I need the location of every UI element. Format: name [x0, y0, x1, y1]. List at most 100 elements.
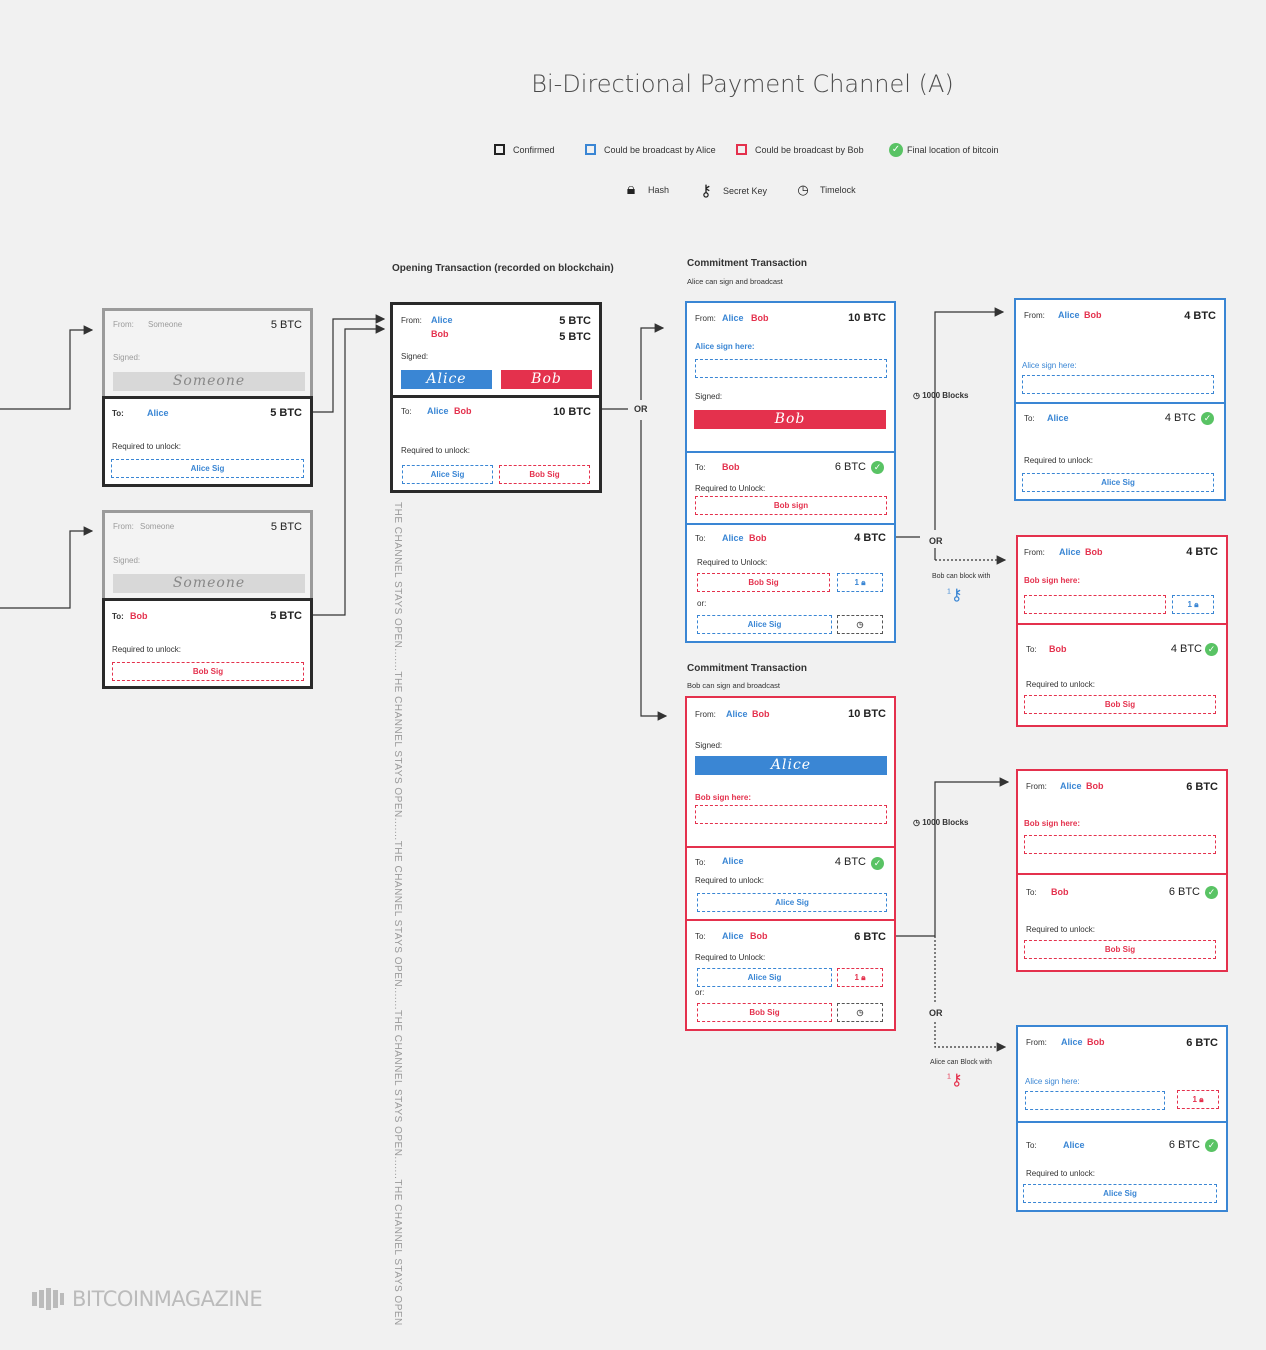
legend-final-label: Final location of bitcoin: [907, 145, 999, 155]
final-check-icon: ✓: [1205, 643, 1218, 656]
sign-here-label: Alice sign here:: [695, 342, 755, 351]
alice-signature: Alice: [695, 756, 887, 775]
hash-lock: 1 🔒︎: [837, 573, 883, 592]
funding-bob-output: To: Bob 5 BTC Required to unlock: Bob Si…: [102, 598, 313, 689]
blocks-label: 1000 Blocks: [922, 818, 969, 827]
from-label: From:: [401, 316, 422, 325]
clock-icon: ◷: [837, 615, 883, 634]
amount: 10 BTC: [848, 312, 886, 324]
bob-signature: Bob: [694, 410, 886, 429]
final-check-icon: ✓: [1205, 1139, 1218, 1152]
line-or-split: [640, 420, 668, 721]
clock-icon: ◷: [837, 1003, 883, 1022]
req-label: Required to unlock:: [112, 442, 181, 451]
unlock-bob-sig: Bob Sig: [697, 1003, 832, 1022]
from-alice: Alice: [1058, 310, 1080, 320]
req-label: Required to Unlock:: [695, 484, 766, 493]
sign-here-label: Bob sign here:: [1024, 576, 1081, 585]
to-label: To:: [1024, 414, 1035, 423]
amount: 6 BTC: [1186, 781, 1218, 793]
settle-bob-4btc: From: Alice Bob 4 BTC Bob sign here: 1 🔒…: [1016, 535, 1228, 727]
req-label: Required to unlock:: [695, 876, 764, 885]
hash-lock: 1 🔒︎: [837, 968, 883, 987]
or-label: OR: [929, 1008, 943, 1018]
from-bob: Bob: [1084, 310, 1102, 320]
amount: 6 BTC: [1186, 1037, 1218, 1049]
unlock-alice-sig: Alice Sig: [697, 615, 832, 634]
alice-key: 1⚷: [947, 1070, 963, 1090]
hash-number: 1: [1192, 1095, 1197, 1104]
amount: 6 BTC: [834, 461, 866, 473]
blocks-note-alice: ◷ 1000 Blocks: [913, 391, 968, 400]
signed-label: Signed:: [695, 392, 723, 401]
bob-sign-field[interactable]: [1024, 595, 1166, 614]
key-number: 1: [947, 1073, 951, 1081]
unlock-bob-sig: Bob Sig: [697, 573, 830, 592]
amount: 5 BTC: [270, 319, 302, 331]
arrow-bob-to-opening: [306, 324, 386, 616]
clock-icon: ◷: [913, 818, 920, 827]
commit-alice-title: Commitment Transaction: [687, 258, 808, 269]
alice-sign-field[interactable]: [1022, 375, 1214, 394]
signed-label: Signed:: [113, 556, 141, 565]
req-label: Required to unlock:: [112, 645, 181, 654]
sign-here-label: Alice sign here:: [1022, 361, 1077, 370]
amount: 6 BTC: [1168, 886, 1200, 898]
final-check-icon: ✓: [1205, 886, 1218, 899]
from-label: From:: [1024, 548, 1045, 557]
signature: Someone: [113, 574, 305, 593]
legend-key-label: Secret Key: [723, 186, 768, 196]
commit-bob-subtitle: Bob can sign and broadcast: [687, 681, 780, 690]
bob-swatch-icon: [736, 144, 747, 155]
from-label: From:: [113, 320, 134, 329]
hash-number: 1: [854, 578, 859, 587]
to-alice: Alice: [427, 406, 449, 416]
blocks-note-bob: ◷ 1000 Blocks: [913, 818, 968, 827]
bob-key: 1⚷: [947, 585, 963, 605]
amount: 4 BTC: [854, 532, 886, 544]
key-icon: ⚷: [700, 183, 712, 200]
bob-sign-field[interactable]: [1024, 835, 1216, 854]
bob-sign-field[interactable]: [695, 805, 887, 824]
alice-sign-field[interactable]: [695, 359, 887, 378]
legend-bob: Could be broadcast by Bob: [736, 144, 864, 155]
divider: [687, 846, 894, 848]
arrow-or-commit-alice: [640, 323, 665, 400]
from-alice: Alice: [722, 313, 744, 323]
to-label: To:: [1026, 1141, 1037, 1150]
arrow-input-alice: [0, 325, 94, 410]
or-label: OR: [929, 536, 943, 546]
to-label: To:: [112, 409, 124, 418]
settle-alice-4btc: From: Alice Bob 4 BTC Alice sign here: T…: [1014, 298, 1226, 501]
sign-here-label: Bob sign here:: [1024, 819, 1081, 828]
alice-sign-field[interactable]: [1025, 1091, 1165, 1110]
legend-hash: 🔒︎Hash: [622, 181, 669, 199]
hash-lock: 1 🔒︎: [1172, 595, 1214, 614]
req-label: Required to unlock:: [401, 446, 470, 455]
from-bob: Bob: [1087, 1037, 1105, 1047]
sign-here-label: Bob sign here:: [695, 793, 752, 802]
to-label: To:: [695, 534, 706, 543]
hash-number: 1: [1187, 600, 1192, 609]
commit-alice-tx: From: Alice Bob 10 BTC Alice sign here: …: [685, 301, 896, 643]
signature: Someone: [113, 372, 305, 391]
amount: 10 BTC: [553, 406, 591, 418]
legend-confirmed: Confirmed: [494, 144, 555, 155]
unlock-alice-sig: Alice Sig: [1023, 1184, 1217, 1203]
hash-number: 1: [854, 973, 859, 982]
key-number: 1: [947, 588, 951, 596]
lock-icon: 🔒︎: [861, 973, 866, 982]
bob-block-note: Bob can block with: [932, 573, 991, 580]
amount: 10 BTC: [848, 708, 886, 720]
channel-stays-open-text: THE CHANNEL STAYS OPEN.......THE CHANNEL…: [392, 502, 403, 1326]
from-label: From:: [1026, 1038, 1047, 1047]
amount: 5 BTC: [270, 407, 302, 419]
divider: [1018, 623, 1226, 625]
legend-bob-label: Could be broadcast by Bob: [755, 144, 864, 155]
from-alice: Alice: [431, 315, 453, 325]
amount: 4 BTC: [1164, 412, 1196, 424]
amount: 4 BTC: [834, 856, 866, 868]
from-label: From:: [1024, 311, 1045, 320]
amount: 4 BTC: [1186, 546, 1218, 558]
